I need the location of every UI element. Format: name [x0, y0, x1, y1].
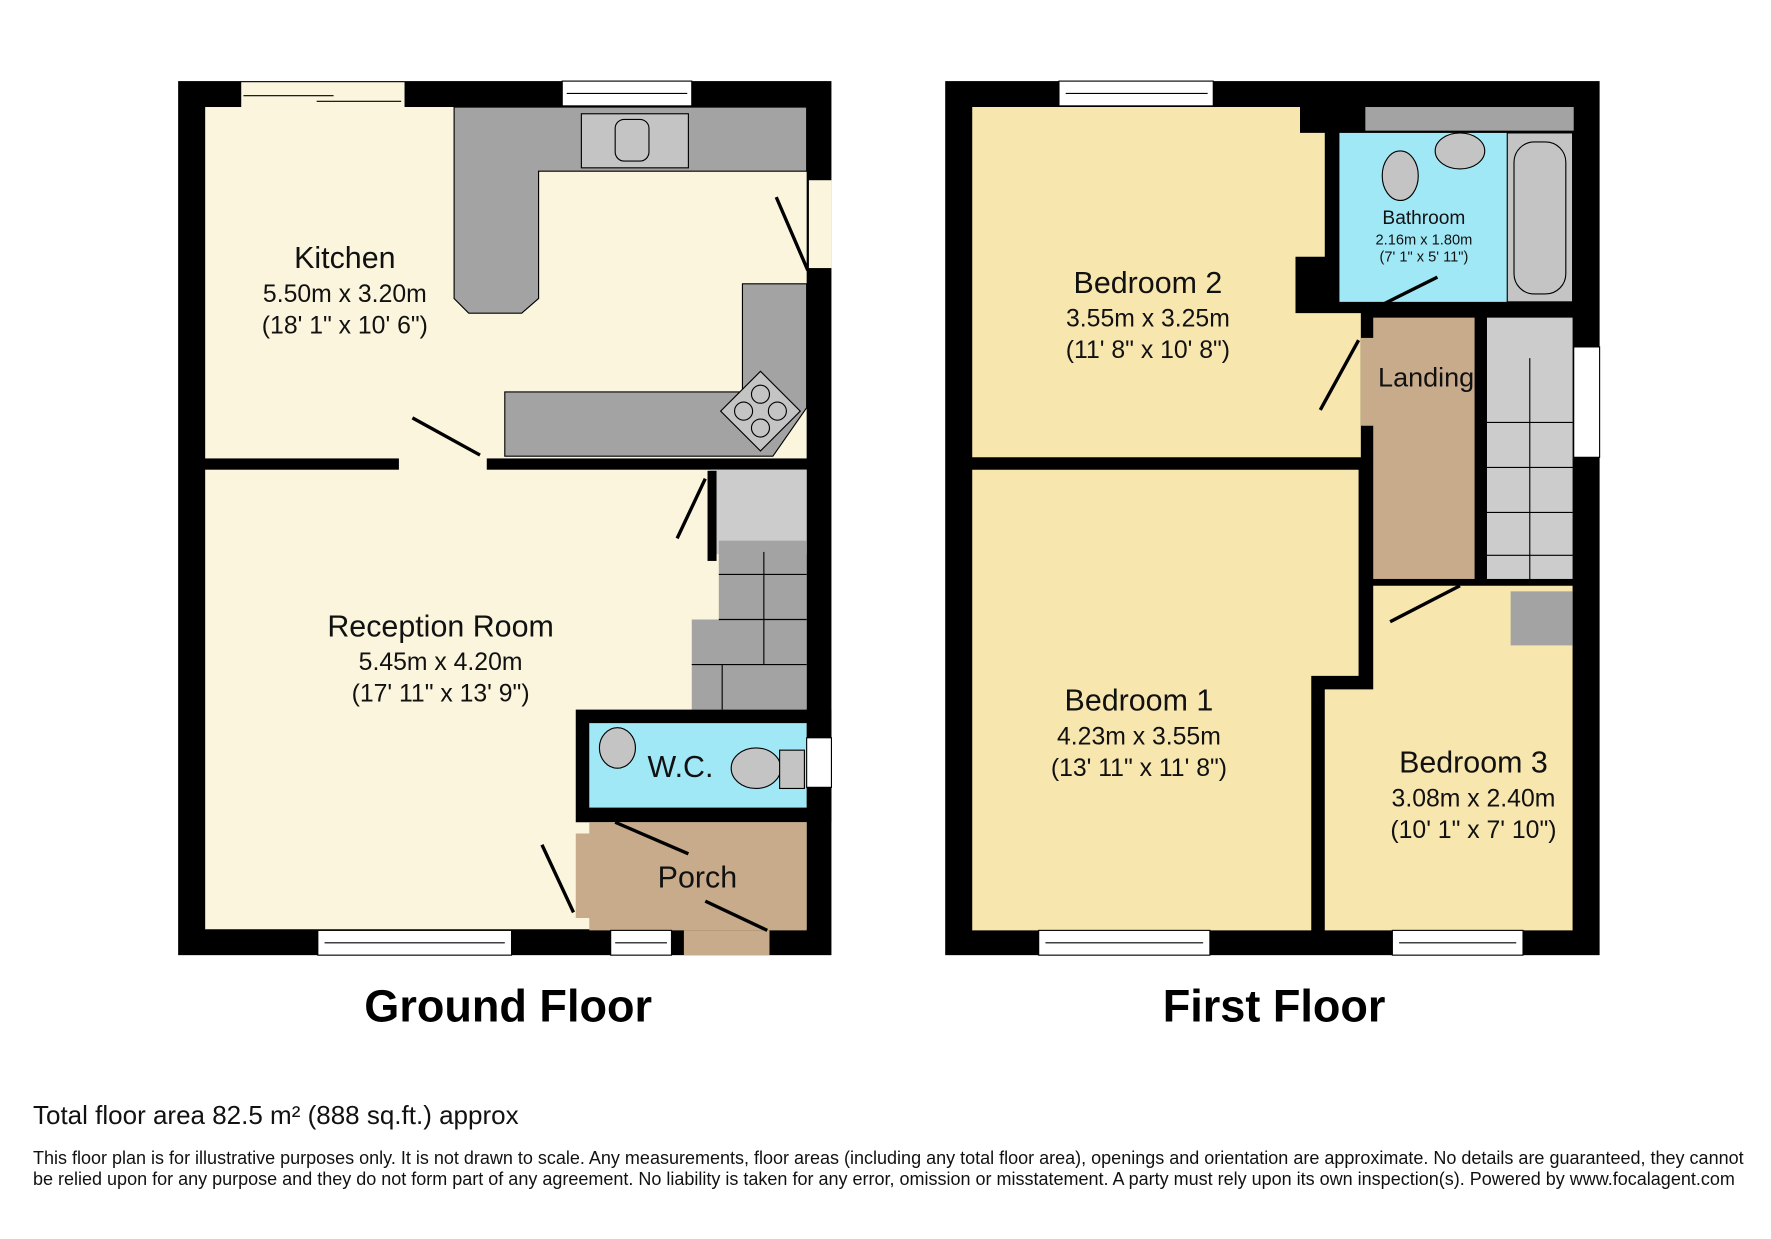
door-icon	[540, 844, 576, 914]
door-icon	[411, 416, 481, 457]
reception-imperial: (17' 11" x 13' 9")	[352, 681, 530, 708]
porch-area	[589, 822, 807, 931]
window-icon	[806, 737, 832, 788]
first-floor-title: First Floor	[1163, 981, 1386, 1032]
bedroom-2-imperial: (11' 8" x 10' 8")	[1066, 337, 1230, 364]
basin-icon	[1434, 132, 1486, 170]
front-door-icon	[704, 899, 768, 932]
landing-area	[1373, 317, 1475, 579]
bedroom-2-metric: 3.55m x 3.25m	[1066, 306, 1230, 333]
door-icon	[1378, 275, 1439, 308]
door-icon	[774, 196, 810, 271]
bedroom-1-imperial: (13' 11" x 11' 8")	[1051, 755, 1227, 782]
landing-label: Landing	[1378, 362, 1474, 392]
ground-floor-title: Ground Floor	[364, 981, 652, 1032]
kitchen-metric: 5.50m x 3.20m	[263, 281, 427, 308]
toilet-icon	[1381, 150, 1419, 202]
ground-floor-plan: Kitchen 5.50m x 3.20m (18' 1" x 10' 6") …	[178, 80, 832, 1032]
bedroom-1-metric: 4.23m x 3.55m	[1057, 724, 1221, 751]
door-icon	[1389, 584, 1461, 624]
toilet-icon	[730, 747, 782, 790]
hob-icon	[719, 370, 802, 452]
door-icon	[675, 477, 707, 540]
kitchen-label: Kitchen	[294, 241, 395, 275]
porch-label: Porch	[658, 861, 737, 895]
kitchen-imperial: (18' 1" x 10' 6")	[262, 312, 428, 339]
bathroom-label: Bathroom	[1382, 208, 1465, 229]
window-icon	[241, 82, 405, 108]
reception-label: Reception Room	[327, 609, 553, 643]
bathroom-imperial: (7' 1" x 5' 11")	[1379, 249, 1468, 265]
door-icon	[1318, 339, 1361, 411]
understairs-cupboard	[709, 469, 807, 555]
stairs	[718, 540, 807, 710]
cupboard	[1510, 591, 1573, 646]
wc-label: W.C.	[648, 750, 714, 784]
bathroom-metric: 2.16m x 1.80m	[1376, 232, 1473, 248]
door-icon	[614, 820, 690, 856]
bedroom-3-area	[1324, 585, 1573, 931]
bedroom-3-metric: 3.08m x 2.40m	[1392, 785, 1556, 812]
first-floor-plan: Bathroom 2.16m x 1.80m (7' 1" x 5' 11") …	[945, 80, 1601, 1032]
basin-icon	[598, 727, 637, 769]
disclaimer-text: This floor plan is for illustrative purp…	[33, 1148, 1744, 1189]
bedroom-2-label: Bedroom 2	[1074, 266, 1223, 300]
bedroom-2-area	[972, 107, 1361, 458]
kitchen-worktop	[453, 106, 808, 314]
bedroom-1-area	[972, 469, 1359, 931]
total-floor-area: Total floor area 82.5 m² (888 sq.ft.) ap…	[33, 1100, 519, 1130]
bedroom-3-label: Bedroom 3	[1399, 746, 1548, 780]
bedroom-3-imperial: (10' 1" x 7' 10")	[1390, 817, 1556, 844]
reception-metric: 5.45m x 4.20m	[359, 649, 523, 676]
bedroom-1-label: Bedroom 1	[1065, 684, 1214, 718]
window-icon	[1573, 346, 1601, 458]
